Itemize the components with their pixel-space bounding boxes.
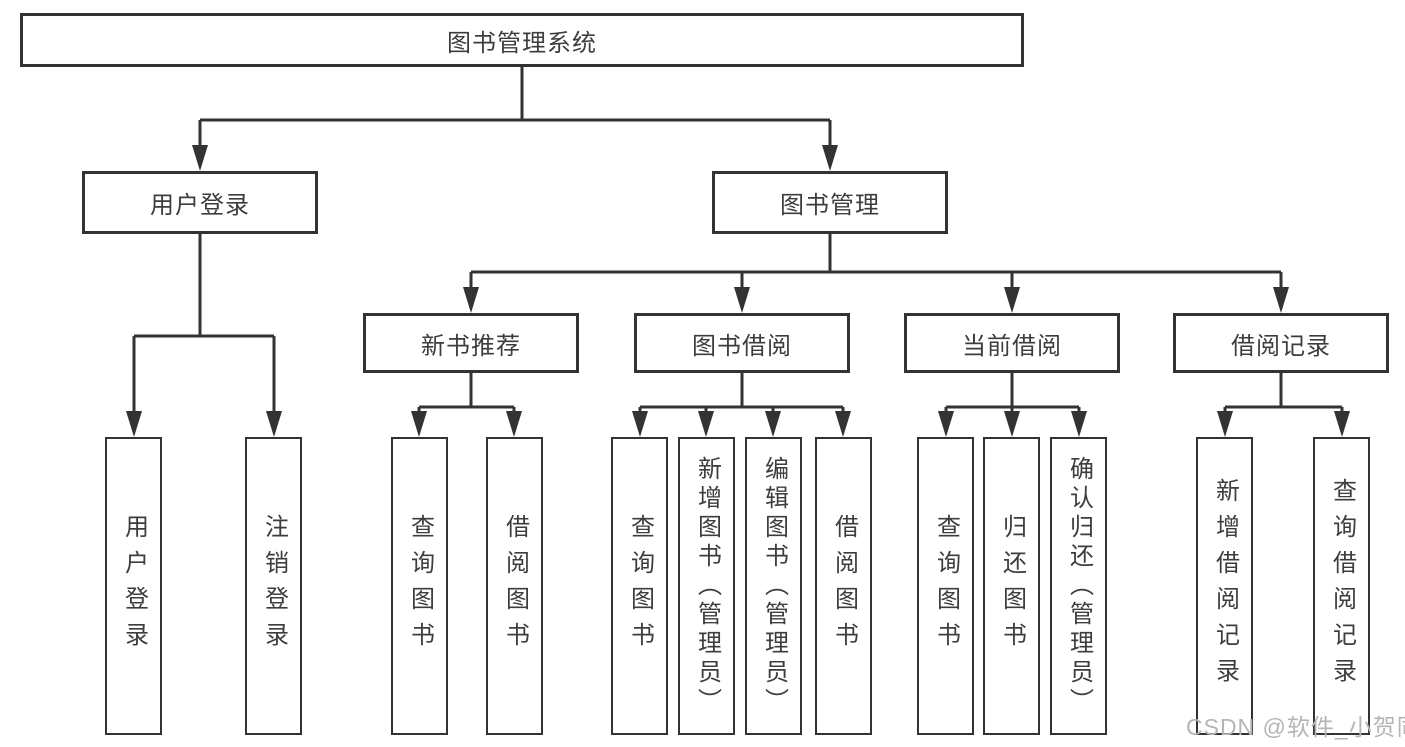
node-label: 新书推荐 bbox=[421, 332, 521, 360]
leaf-label: 归还图书 bbox=[998, 514, 1026, 658]
leaf-label: 用户登录 bbox=[120, 514, 148, 658]
leaf-borrow-books-recommend: 借阅图书 bbox=[486, 437, 543, 735]
leaf-search-books-current: 查询图书 bbox=[917, 437, 974, 735]
arrowhead-user-login-children bbox=[126, 411, 282, 437]
node-user-login: 用户登录 bbox=[82, 171, 318, 234]
node-book-management: 图书管理 bbox=[712, 171, 948, 234]
leaf-label: 查询图书 bbox=[932, 514, 960, 658]
leaf-label: 查询借阅记录 bbox=[1328, 478, 1356, 694]
node-label: 图书借阅 bbox=[692, 332, 792, 360]
leaf-edit-book-admin: 编辑图书（管理员） bbox=[745, 437, 802, 735]
connector-borrow-records-children bbox=[1223, 373, 1344, 413]
leaf-add-book-admin: 新增图书（管理员） bbox=[678, 437, 735, 735]
arrowhead-borrow-records-children bbox=[1217, 411, 1350, 437]
arrowhead-current-borrow-children bbox=[938, 411, 1087, 437]
leaf-label: 注销登录 bbox=[260, 514, 288, 658]
node-label: 用户登录 bbox=[150, 192, 250, 219]
node-borrow-records: 借阅记录 bbox=[1173, 313, 1389, 373]
leaf-search-books-recommend: 查询图书 bbox=[391, 437, 448, 735]
leaf-search-books-borrow: 查询图书 bbox=[611, 437, 668, 735]
node-library-management-system: 图书管理系统 bbox=[20, 13, 1024, 67]
leaf-label: 借阅图书 bbox=[830, 514, 858, 658]
node-label: 图书管理系统 bbox=[447, 29, 597, 57]
leaf-query-borrow-record: 查询借阅记录 bbox=[1313, 437, 1370, 735]
connector-book-management-children bbox=[469, 234, 1283, 289]
arrowhead-book-management-children bbox=[463, 287, 1289, 313]
arrowhead-book-borrow-children bbox=[632, 411, 851, 437]
leaf-label: 确认归还（管理员） bbox=[1065, 455, 1093, 717]
leaf-label: 借阅图书 bbox=[501, 514, 529, 658]
leaf-user-login: 用户登录 bbox=[105, 437, 162, 735]
node-new-book-recommend: 新书推荐 bbox=[363, 313, 579, 373]
arrowhead-root-to-level2 bbox=[192, 145, 838, 171]
connector-book-borrow-children bbox=[638, 373, 845, 413]
node-book-borrow: 图书借阅 bbox=[634, 313, 850, 373]
leaf-label: 新增图书（管理员） bbox=[693, 455, 721, 717]
leaf-borrow-books: 借阅图书 bbox=[815, 437, 872, 735]
leaf-add-borrow-record: 新增借阅记录 bbox=[1196, 437, 1253, 735]
leaf-return-book: 归还图书 bbox=[983, 437, 1040, 735]
node-label: 图书管理 bbox=[780, 192, 880, 219]
node-label: 当前借阅 bbox=[962, 332, 1062, 360]
connector-root-to-level2 bbox=[198, 67, 832, 147]
leaf-label: 查询图书 bbox=[626, 514, 654, 658]
leaf-label: 新增借阅记录 bbox=[1211, 478, 1239, 694]
leaf-confirm-return-admin: 确认归还（管理员） bbox=[1050, 437, 1107, 735]
connector-user-login-children bbox=[132, 234, 276, 413]
connector-new-book-recommend-children bbox=[417, 373, 516, 413]
node-label: 借阅记录 bbox=[1231, 332, 1331, 360]
leaf-label: 查询图书 bbox=[406, 514, 434, 658]
leaf-logout: 注销登录 bbox=[245, 437, 302, 735]
csdn-watermark: CSDN @软件_小贺同学 bbox=[1186, 714, 1405, 740]
arrowhead-new-book-recommend-children bbox=[411, 411, 522, 437]
node-current-borrow: 当前借阅 bbox=[904, 313, 1120, 373]
connector-current-borrow-children bbox=[944, 373, 1081, 413]
leaf-label: 编辑图书（管理员） bbox=[760, 455, 788, 717]
